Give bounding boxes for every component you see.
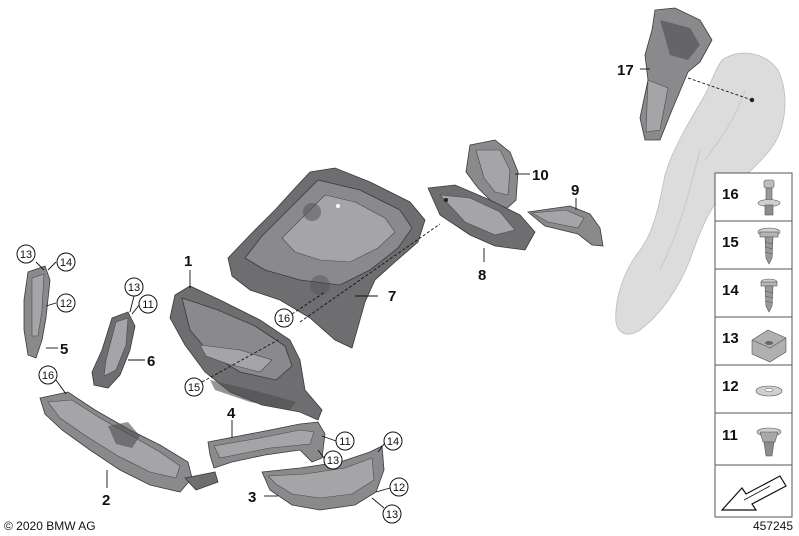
circled-11-a: 11 bbox=[142, 299, 153, 311]
circled-15-a: 15 bbox=[188, 382, 200, 394]
legend-label-12: 12 bbox=[722, 378, 739, 395]
callout-3: 3 bbox=[248, 489, 256, 506]
circled-12-a: 12 bbox=[60, 298, 72, 310]
callout-1: 1 bbox=[184, 253, 192, 270]
flange-nut-icon bbox=[756, 427, 782, 457]
circled-16-b: 16 bbox=[278, 313, 290, 325]
legend-label-11: 11 bbox=[722, 427, 738, 444]
callout-6: 6 bbox=[147, 353, 155, 370]
part-10[interactable] bbox=[465, 139, 519, 211]
callout-4: 4 bbox=[227, 405, 236, 422]
circled-16-a: 16 bbox=[42, 370, 54, 382]
circled-13-d: 13 bbox=[386, 509, 398, 521]
circled-13-a: 13 bbox=[20, 249, 32, 261]
part-8[interactable] bbox=[427, 184, 536, 251]
clip-nut-icon bbox=[751, 329, 787, 363]
callout-17: 17 bbox=[617, 62, 634, 79]
copyright-text: © 2020 BMW AG bbox=[4, 519, 96, 533]
callout-9: 9 bbox=[571, 182, 579, 199]
part-17[interactable] bbox=[639, 7, 713, 141]
washer-icon bbox=[755, 385, 783, 397]
body-shell-reference bbox=[615, 52, 786, 335]
part-6[interactable] bbox=[91, 311, 136, 389]
hardware-legend: 16 15 14 13 12 11 bbox=[714, 172, 793, 518]
circled-callouts: 13 14 12 16 13 11 16 15 11 bbox=[16, 223, 441, 524]
circled-11-b: 11 bbox=[339, 436, 350, 448]
part-9[interactable] bbox=[527, 205, 604, 247]
circled-12-b: 12 bbox=[393, 482, 405, 494]
part-7[interactable] bbox=[227, 167, 426, 349]
direction-arrow-icon bbox=[720, 475, 787, 511]
callout-5: 5 bbox=[60, 341, 68, 358]
circled-14-b: 14 bbox=[387, 436, 399, 448]
circled-13-c: 13 bbox=[327, 455, 339, 467]
legend-label-14: 14 bbox=[722, 282, 739, 299]
callout-7: 7 bbox=[388, 288, 396, 305]
callout-8: 8 bbox=[478, 267, 486, 284]
callout-2: 2 bbox=[102, 492, 110, 509]
callout-10: 10 bbox=[532, 167, 549, 184]
legend-label-13: 13 bbox=[722, 330, 739, 347]
screw-icon bbox=[760, 278, 778, 313]
legend-label-15: 15 bbox=[722, 234, 739, 251]
part-5[interactable] bbox=[23, 265, 51, 359]
washer-head-screw-icon bbox=[757, 227, 781, 265]
part-4[interactable] bbox=[207, 421, 326, 469]
part-3[interactable] bbox=[261, 445, 385, 511]
part-1[interactable] bbox=[169, 285, 323, 421]
push-rivet-icon bbox=[757, 179, 781, 216]
circled-14-a: 14 bbox=[60, 257, 72, 269]
diagram-number: 457245 bbox=[753, 519, 793, 533]
part-2[interactable] bbox=[39, 391, 219, 493]
circled-13-b: 13 bbox=[128, 282, 140, 294]
legend-label-16: 16 bbox=[722, 186, 739, 203]
